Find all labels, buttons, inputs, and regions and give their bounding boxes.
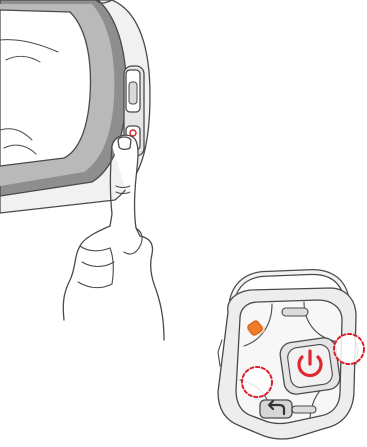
remote-top-slot	[282, 308, 308, 316]
remote-back-button[interactable]	[260, 400, 292, 418]
dashed-marker-left	[242, 367, 272, 397]
fingernail	[118, 137, 131, 149]
remote-power-button[interactable]	[279, 336, 342, 395]
remote-controller	[218, 272, 364, 439]
palm	[63, 226, 164, 340]
dashed-marker-right	[334, 334, 364, 364]
headset-inner-opening	[0, 10, 90, 166]
